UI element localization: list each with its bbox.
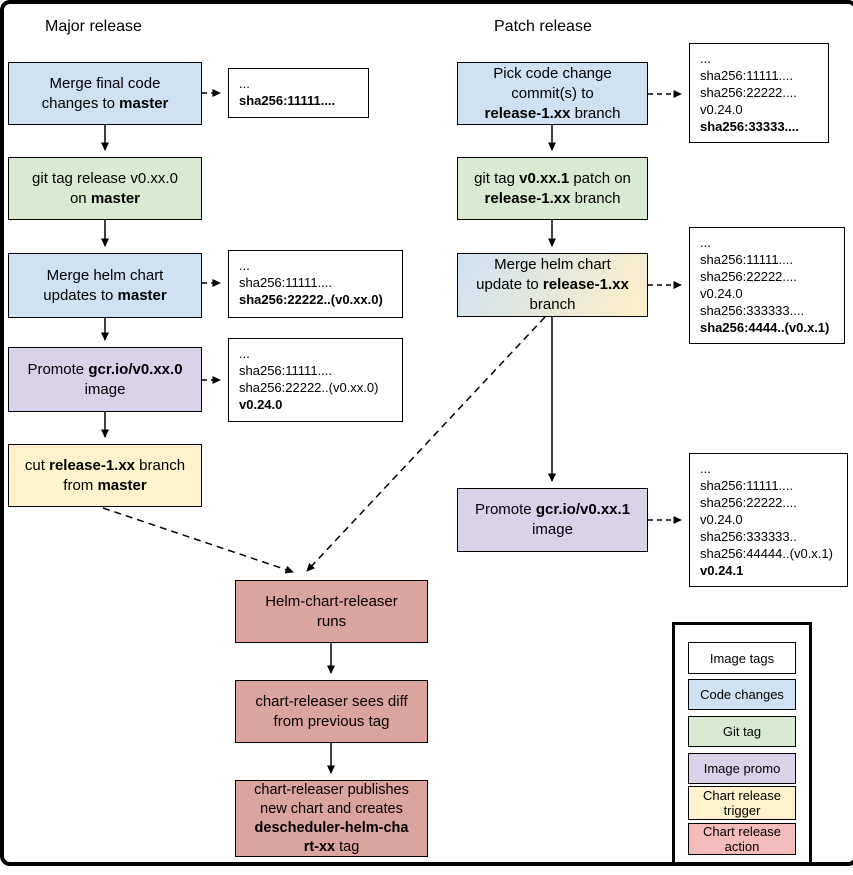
- note-image-tags-patch-3: ...sha256:11111....sha256:22222....v0.24…: [689, 453, 848, 587]
- note-image-tags-major-2: ...sha256:11111....sha256:22222..(v0.xx.…: [228, 250, 403, 318]
- legend-item-code-changes: Code changes: [688, 679, 796, 710]
- note-image-tags-patch-2: ...sha256:11111....sha256:22222....v0.24…: [689, 227, 845, 344]
- legend-item-image-tags: Image tags: [688, 642, 796, 674]
- note-image-tags-major-1: ...sha256:11111....: [228, 68, 369, 118]
- patch-release-title: Patch release: [494, 18, 592, 35]
- legend-item-chart-release-action: Chart release action: [688, 823, 796, 855]
- arrow-trigger-from-cut-branch: [102, 507, 294, 574]
- legend-item-chart-release-trigger: Chart release trigger: [688, 786, 796, 820]
- note-image-tags-patch-1: ...sha256:11111....sha256:22222....v0.24…: [689, 43, 829, 143]
- legend-item-git-tag: Git tag: [688, 716, 796, 747]
- note-image-tags-major-3: ...sha256:11111....sha256:22222..(v0.xx.…: [228, 338, 403, 422]
- legend-item-image-promo: Image promo: [688, 753, 796, 784]
- major-release-title: Major release: [45, 18, 142, 35]
- legend: Image tags Code changes Git tag Image pr…: [672, 622, 812, 865]
